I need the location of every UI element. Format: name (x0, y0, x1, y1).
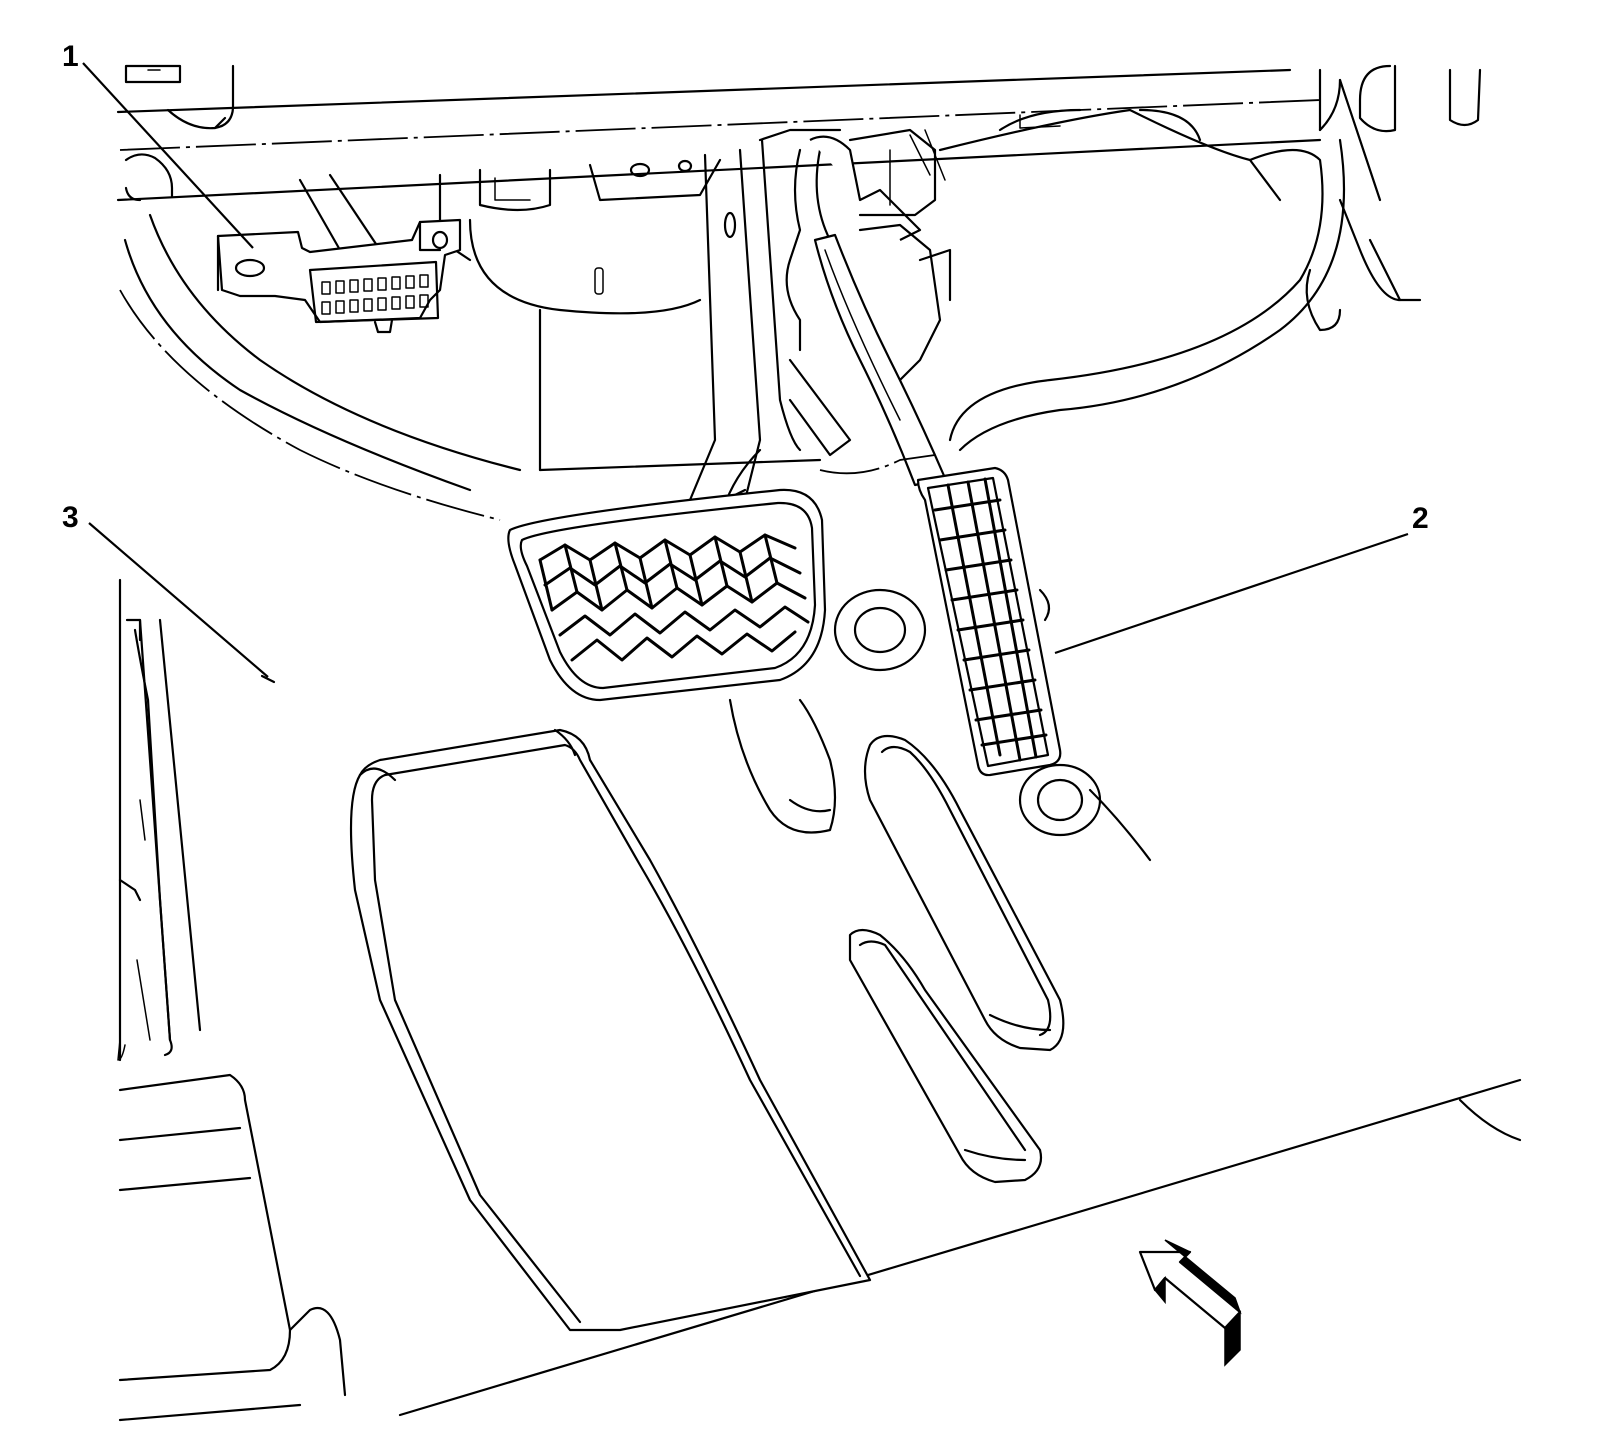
callout-label-2: 2 (1412, 502, 1429, 535)
data-link-connector (216, 218, 462, 334)
view-direction-arrow-icon (1138, 1239, 1242, 1367)
callout-leaders (82, 62, 1409, 684)
callout-labels: 1 2 3 (62, 40, 1429, 535)
accelerator-tread-pattern (933, 477, 1048, 762)
callout-label-1: 1 (62, 40, 79, 73)
leader-line-3 (88, 522, 269, 678)
brake-pedal-arm (703, 128, 952, 522)
leader-line-2 (1054, 532, 1409, 655)
brake-tread-pattern (538, 533, 810, 662)
leader-line-1 (82, 62, 254, 249)
brake-pedal-pad (507, 488, 827, 702)
callout-label-3: 3 (62, 501, 79, 534)
accelerator-pedal-pad (916, 466, 1062, 777)
accelerator-pedal-arm (813, 233, 947, 487)
floor-carpet (117, 454, 1522, 1422)
